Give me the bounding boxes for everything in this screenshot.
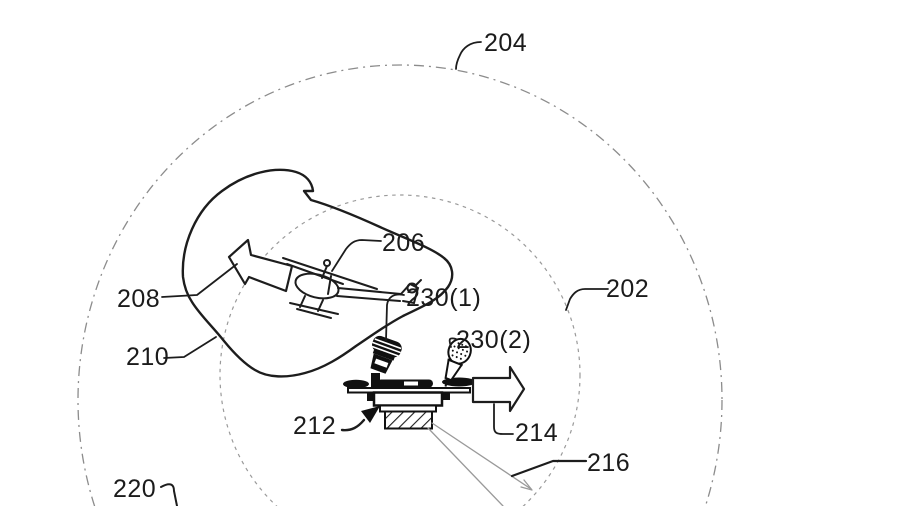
helicopter-rotor-blade xyxy=(282,257,378,290)
leader-230-1 xyxy=(385,293,405,341)
label-212-pointer-arrow xyxy=(340,406,380,432)
label-220: 220 xyxy=(113,475,157,503)
uav-mount-nub-right xyxy=(442,392,450,400)
leader-206 xyxy=(331,239,382,272)
label-208: 208 xyxy=(117,285,161,313)
label-212: 212 xyxy=(293,412,337,440)
camera-fov-rays xyxy=(427,422,533,506)
helicopter-body xyxy=(294,272,340,300)
uav-body-box xyxy=(372,391,444,407)
leader-216 xyxy=(510,459,588,478)
uav-rotor-left xyxy=(343,379,369,389)
leader-204 xyxy=(455,41,482,70)
helicopter xyxy=(282,257,422,319)
leader-214 xyxy=(493,403,514,435)
leader-202 xyxy=(565,288,609,311)
uav-direction-arrow xyxy=(471,365,526,413)
coverage-boundaries xyxy=(77,64,723,506)
fov-ray-lower xyxy=(427,427,504,506)
inner-boundary-circle xyxy=(219,194,581,506)
microphone-1-post xyxy=(371,373,380,389)
leader-208 xyxy=(161,263,238,298)
microphone-2 xyxy=(444,337,472,387)
outer-boundary-circle xyxy=(77,64,723,506)
microphone-1 xyxy=(370,335,402,389)
label-206: 206 xyxy=(382,229,426,257)
uav-camera-box xyxy=(384,410,433,430)
helicopter-tail-rotor xyxy=(406,282,418,294)
helicopter-direction-arrow xyxy=(227,238,294,293)
leader-220 xyxy=(160,483,178,506)
helicopter-cabin-line xyxy=(327,275,332,295)
label-214: 214 xyxy=(515,419,559,447)
helicopter-tail-boom xyxy=(336,287,402,302)
label-230-2: 230(2) xyxy=(456,326,532,354)
uav-drone xyxy=(343,377,476,430)
leader-lines xyxy=(160,41,609,506)
helicopter-skids xyxy=(289,295,339,319)
label-216: 216 xyxy=(587,449,631,477)
label-204: 204 xyxy=(484,29,528,57)
uav-rotor-center-notch xyxy=(404,381,418,386)
label-230-1: 230(1) xyxy=(406,284,482,312)
fov-ray-upper xyxy=(431,422,532,490)
leader-210 xyxy=(163,336,217,359)
label-210: 210 xyxy=(126,343,170,371)
leader-230-2 xyxy=(448,337,457,348)
noise-region-cloud xyxy=(181,168,454,378)
label-202: 202 xyxy=(606,275,650,303)
fov-ray-arrowhead xyxy=(520,479,533,491)
uav-mount-nub-left xyxy=(367,393,374,401)
